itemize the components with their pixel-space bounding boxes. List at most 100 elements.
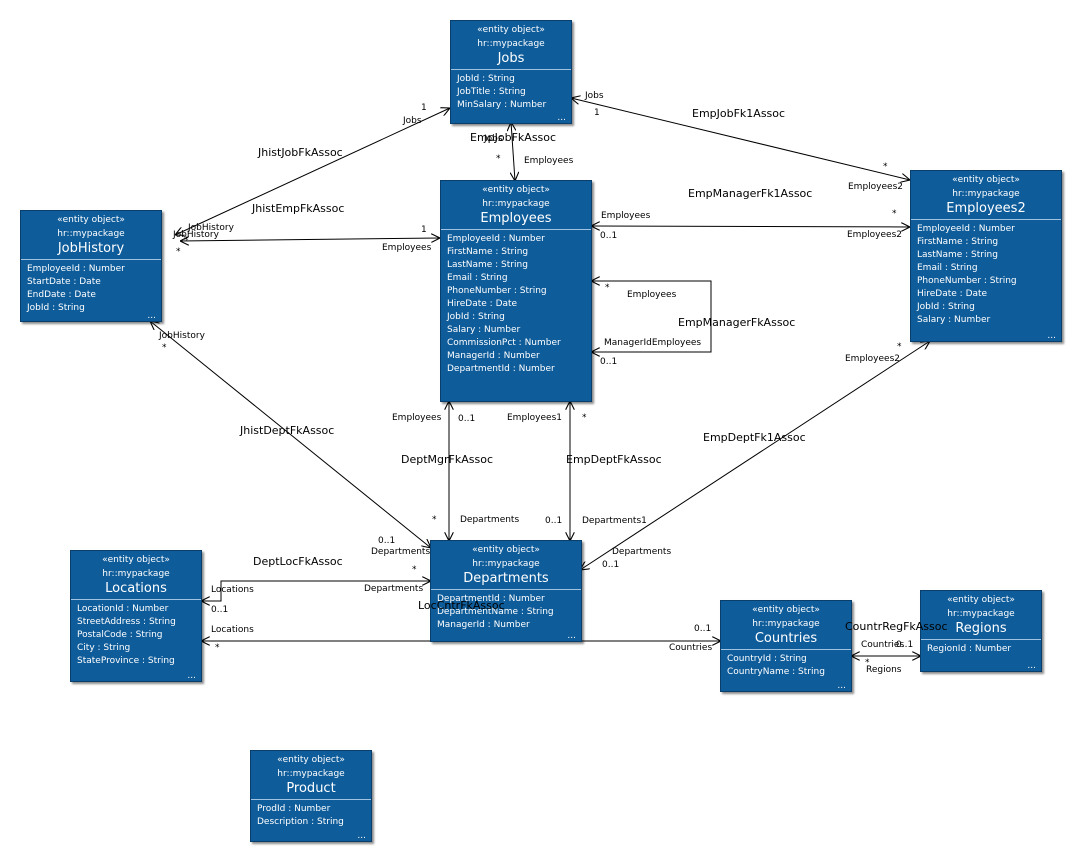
role-label: Employees (392, 413, 442, 423)
attribute: JobId : String (917, 302, 975, 312)
package-label: hr::mypackage (752, 619, 820, 629)
entity-jobhistory[interactable]: «entity object» hr::mypackage JobHistory… (20, 210, 162, 322)
attribute: DepartmentId : Number (447, 364, 555, 374)
attribute: LastName : String (447, 260, 528, 270)
role-label: Departments1 (582, 516, 647, 526)
entity-employees[interactable]: «entity object» hr::mypackage Employees … (440, 180, 592, 402)
role-label: Jobs (403, 116, 422, 126)
role-label: Departments (612, 547, 672, 557)
attribute: DepartmentId : Number (437, 594, 545, 604)
multiplicity: * (496, 154, 501, 164)
attribute-list: EmployeeId : Number FirstName : String L… (911, 220, 1061, 327)
more-indicator[interactable]: ... (1027, 661, 1036, 671)
multiplicity: * (162, 343, 167, 353)
more-indicator[interactable]: ... (557, 113, 566, 123)
more-indicator[interactable]: ... (567, 631, 576, 641)
attribute: CountryName : String (727, 667, 825, 677)
multiplicity: * (582, 413, 587, 423)
multiplicity: 0..1 (211, 605, 229, 615)
attribute: DepartmentName : String (437, 607, 554, 617)
assoc-emp-job1[interactable]: EmpJobFk1Assoc (692, 107, 786, 120)
attribute: City : String (77, 643, 131, 653)
role-label: JobHistory (173, 230, 219, 240)
attribute: JobId : String (447, 312, 505, 322)
stereotype-label: «entity object» (277, 755, 345, 765)
attribute: JobId : String (27, 303, 85, 313)
attribute: Email : String (447, 273, 508, 283)
attribute: FirstName : String (447, 247, 529, 257)
assoc-emp-manager1[interactable]: EmpManagerFk1Assoc (688, 187, 813, 200)
role-label: Locations (211, 585, 254, 595)
assoc-emp-manager[interactable]: EmpManagerFkAssoc (678, 316, 796, 329)
multiplicity: 1 (594, 108, 600, 118)
entity-name: Employees2 (911, 201, 1061, 220)
attribute: Salary : Number (917, 315, 991, 325)
multiplicity: * (184, 236, 189, 246)
multiplicity: * (432, 515, 437, 525)
stereotype-label: «entity object» (947, 595, 1015, 605)
role-label: ManagerIdEmployees (604, 338, 702, 348)
assoc-jhist-emp[interactable]: JhistEmpFkAssoc (252, 202, 345, 215)
package-label: hr::mypackage (277, 769, 345, 779)
assoc-loc-cntr[interactable]: LocCntrFkAssoc (418, 599, 505, 612)
assoc-jhist-dept[interactable]: JhistDeptFkAssoc (240, 424, 335, 437)
entity-employees2[interactable]: «entity object» hr::mypackage Employees2… (910, 170, 1062, 342)
role-label: Employees (382, 243, 432, 253)
stereotype-label: «entity object» (472, 545, 540, 555)
attribute-list: CountryId : String CountryName : String (721, 650, 851, 679)
entity-countries[interactable]: «entity object» hr::mypackage Countries … (720, 600, 852, 692)
multiplicity: * (605, 283, 610, 293)
assoc-emp-dept1[interactable]: EmpDeptFk1Assoc (703, 431, 806, 444)
assoc-jhist-job[interactable]: JhistJobFkAssoc (258, 146, 343, 159)
entity-name: Countries (721, 631, 851, 650)
attribute: RegionId : Number (927, 644, 1012, 654)
role-label: Employees (601, 211, 651, 221)
attribute-list: JobId : String JobTitle : String MinSala… (451, 70, 571, 112)
more-indicator[interactable]: ... (357, 831, 366, 841)
role-label: JobHistory (159, 331, 205, 341)
stereotype-label: «entity object» (752, 605, 820, 615)
attribute: LastName : String (917, 250, 998, 260)
assoc-dept-loc[interactable]: DeptLocFkAssoc (253, 555, 343, 568)
jhist-job-line (175, 108, 450, 235)
emp-manager1-line (591, 226, 910, 227)
package-label: hr::mypackage (472, 559, 540, 569)
assoc-emp-job[interactable]: EmpJobFkAssoc (470, 131, 557, 144)
stereotype-label: «entity object» (952, 175, 1020, 185)
attribute: EmployeeId : Number (447, 234, 545, 244)
entity-locations[interactable]: «entity object» hr::mypackage Locations … (70, 550, 202, 682)
more-indicator[interactable]: ... (147, 311, 156, 321)
attribute: PhoneNumber : String (917, 276, 1017, 286)
assoc-emp-dept[interactable]: EmpDeptFkAssoc (566, 453, 662, 466)
assoc-dept-mgr[interactable]: DeptMgrFkAssoc (401, 453, 493, 466)
attribute: StartDate : Date (27, 277, 101, 287)
more-indicator[interactable]: ... (1047, 331, 1056, 341)
attribute: JobId : String (457, 74, 515, 84)
package-label: hr::mypackage (57, 229, 125, 239)
attribute-list: LocationId : Number StreetAddress : Stri… (71, 600, 201, 668)
attribute: LocationId : Number (77, 604, 169, 614)
attribute: EmployeeId : Number (917, 224, 1015, 234)
entity-name: Departments (431, 571, 581, 590)
entity-product[interactable]: «entity object» hr::mypackage Product Pr… (250, 750, 372, 842)
attribute: JobTitle : String (457, 87, 526, 97)
role-label: Departments (364, 584, 424, 594)
more-indicator[interactable]: ... (187, 671, 196, 681)
entity-departments[interactable]: «entity object» hr::mypackage Department… (430, 540, 582, 642)
emp-dept1-line (580, 341, 930, 570)
role-label: Employees2 (848, 182, 903, 192)
entity-regions[interactable]: «entity object» hr::mypackage Regions Re… (920, 590, 1042, 672)
role-label: Departments (371, 547, 431, 557)
attribute: MinSalary : Number (457, 100, 547, 110)
entity-jobs[interactable]: «entity object» hr::mypackage Jobs JobId… (450, 20, 572, 124)
assoc-cntr-reg[interactable]: CountrRegFkAssoc (845, 620, 948, 633)
more-indicator[interactable]: ... (837, 681, 846, 691)
multiplicity: 0..1 (896, 640, 914, 650)
attribute-list: EmployeeId : Number FirstName : String L… (441, 230, 591, 376)
attribute: PostalCode : String (77, 630, 163, 640)
entity-name: Employees (441, 211, 591, 230)
stereotype-label: «entity object» (57, 215, 125, 225)
multiplicity: * (412, 565, 417, 575)
